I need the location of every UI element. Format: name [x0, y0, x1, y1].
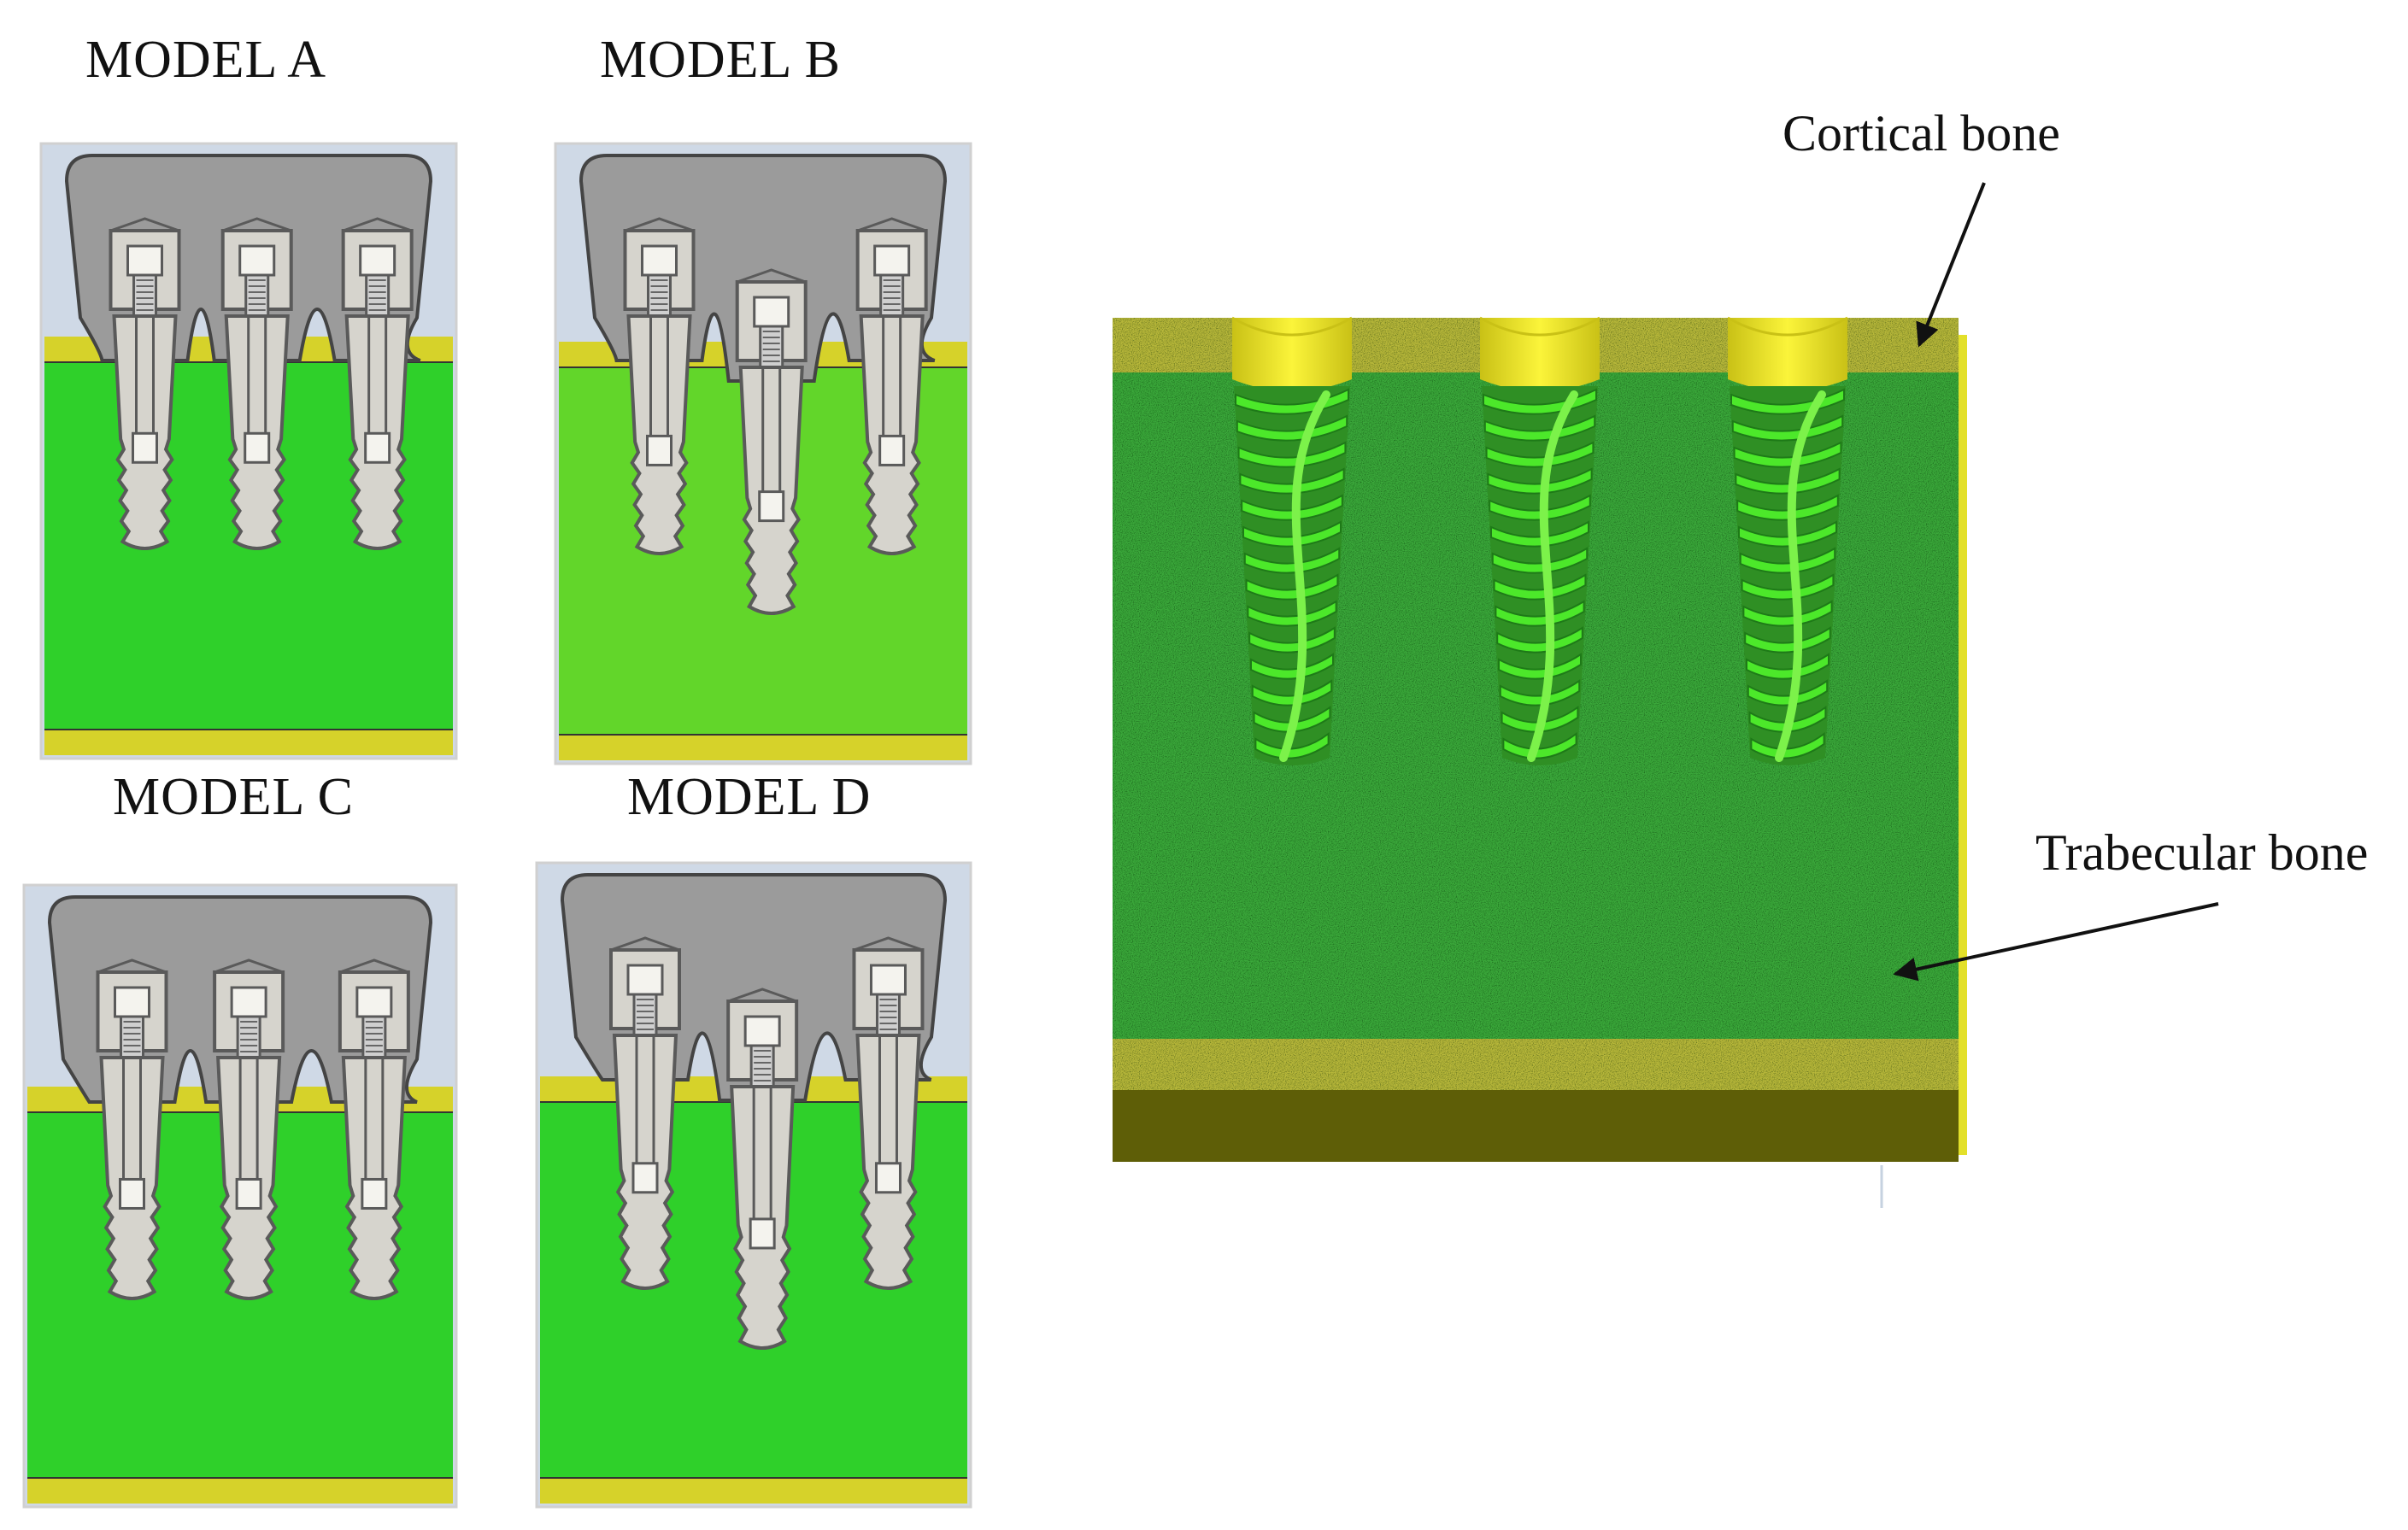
block-side-edge	[1959, 335, 1967, 1155]
panel-b-implant-3	[855, 217, 928, 555]
panel-b-implant-1	[623, 217, 696, 555]
model-d-title: MODEL D	[627, 768, 872, 826]
panel-a	[39, 142, 458, 760]
panel-a-implant-2	[220, 217, 293, 550]
panel-b	[554, 142, 972, 765]
thread-1-6	[1242, 520, 1342, 548]
thread-3-5	[1736, 494, 1839, 521]
thread-2-5	[1489, 494, 1591, 521]
thread-1-5	[1241, 494, 1343, 521]
thread-3-3	[1733, 441, 1842, 468]
thread-1-13	[1253, 706, 1331, 733]
panel-c-cortical-bottom	[27, 1478, 453, 1504]
block-rim-2	[1480, 318, 1600, 391]
model-panels	[22, 142, 972, 1509]
panel-d-implant-2	[726, 988, 799, 1350]
thread-2-2	[1483, 414, 1596, 442]
thread-3-11	[1746, 653, 1829, 680]
thread-3-7	[1739, 547, 1836, 574]
thread-2-11	[1498, 653, 1582, 680]
panel-d-implant-1	[609, 936, 681, 1290]
thread-3-10	[1744, 626, 1831, 654]
panel-a-cortical-bottom	[44, 730, 453, 755]
panel-d-fixture-2	[730, 1085, 796, 1350]
block-helix-3	[1775, 390, 1826, 762]
panel-c	[22, 883, 458, 1509]
thread-3-9	[1742, 600, 1833, 627]
thread-3-2	[1731, 414, 1844, 442]
cortical-arrow	[1916, 182, 1986, 348]
panel-d-fixture-1	[612, 1034, 678, 1290]
panel-c-implant-2	[213, 958, 285, 1300]
thread-3-14	[1750, 731, 1825, 759]
thread-2-13	[1501, 706, 1579, 733]
panel-c-implant-1	[96, 958, 168, 1300]
thread-2-4	[1487, 467, 1593, 495]
thread-3-8	[1741, 573, 1835, 601]
thread-3-13	[1748, 706, 1827, 733]
block-cortical-bottom	[1113, 1039, 1959, 1090]
trabecular-arrow	[1893, 902, 2219, 982]
thread-1-11	[1250, 653, 1334, 680]
block-helix-1	[1279, 390, 1330, 762]
thread-1-3	[1237, 441, 1347, 468]
thread-2-7	[1491, 547, 1589, 574]
thread-2-9	[1495, 600, 1585, 627]
panel-c-implant-3	[338, 958, 410, 1300]
thread-3-6	[1738, 520, 1837, 548]
thread-1-14	[1254, 731, 1330, 759]
block-helix-2	[1527, 390, 1578, 762]
thread-1-10	[1248, 626, 1336, 654]
model-b-title: MODEL B	[600, 31, 841, 89]
thread-2-14	[1502, 731, 1577, 759]
block-implant-site-3	[1727, 316, 1848, 765]
thread-1-4	[1239, 467, 1345, 495]
thread-1-2	[1236, 414, 1348, 442]
block-base	[1113, 1090, 1959, 1162]
panel-d-fixture-3	[855, 1034, 921, 1290]
panel-d-implant-3	[852, 936, 925, 1290]
panel-a-implant-3	[341, 217, 414, 550]
thread-2-3	[1485, 441, 1595, 468]
block-implant-site-2	[1479, 316, 1600, 765]
thread-1-7	[1243, 547, 1341, 574]
panel-d	[535, 861, 972, 1509]
panel-b-fixture-2	[738, 366, 804, 615]
block-rim-3	[1728, 318, 1847, 391]
thread-2-12	[1499, 679, 1581, 706]
panel-d-cortical-bottom	[540, 1478, 967, 1504]
thread-1-8	[1245, 573, 1339, 601]
thread-3-4	[1735, 467, 1841, 495]
block-implant-site-1	[1231, 316, 1353, 765]
panel-b-cortical-bottom	[559, 735, 967, 760]
model-a-title: MODEL A	[85, 31, 326, 89]
model-c-title: MODEL C	[113, 768, 354, 826]
cortical-bone-label: Cortical bone	[1783, 105, 2060, 161]
thread-2-6	[1490, 520, 1589, 548]
thread-1-9	[1247, 600, 1337, 627]
trabecular-bone-label: Trabecular bone	[2035, 824, 2369, 881]
thread-3-12	[1747, 679, 1829, 706]
block-rim-1	[1232, 318, 1352, 391]
thread-2-8	[1493, 573, 1587, 601]
thread-2-10	[1496, 626, 1583, 654]
bone-block-3d	[1113, 316, 1967, 1208]
panel-a-implant-1	[109, 217, 181, 550]
thread-1-12	[1251, 679, 1333, 706]
panel-b-implant-2	[735, 268, 808, 615]
